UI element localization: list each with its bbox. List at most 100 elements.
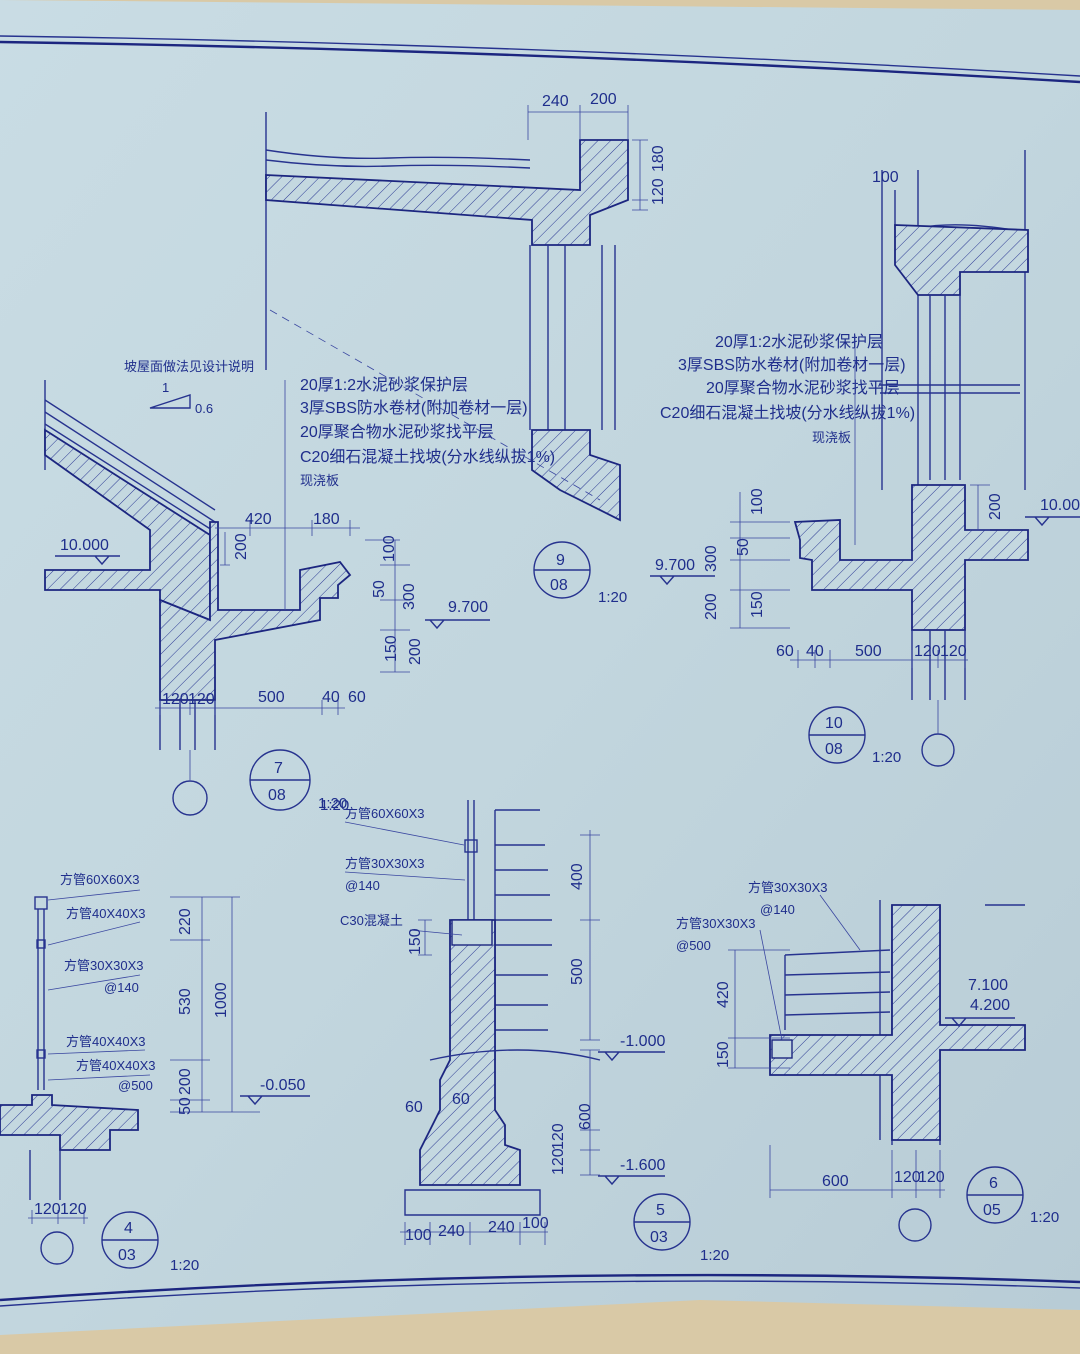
d4-label-5: 方管40X40X3 bbox=[66, 1034, 146, 1049]
d5-dim-b100b: 100 bbox=[522, 1215, 549, 1232]
detail-5-sheet: 03 bbox=[650, 1229, 668, 1246]
d6-dim-b120a: 120 bbox=[894, 1169, 921, 1186]
detail-4-scale: 1:20 bbox=[170, 1257, 199, 1274]
d7-dim-100: 100 bbox=[381, 535, 398, 562]
d5-dim-60a: 60 bbox=[405, 1099, 423, 1116]
d6-label-3: 方管30X30X3 bbox=[676, 916, 756, 931]
d6-elev-1: 7.100 bbox=[968, 977, 1008, 994]
d7-dim-b120b: 120 bbox=[188, 691, 215, 708]
d5-dim-120a: 120 bbox=[550, 1123, 567, 1150]
d10-dim-100: 100 bbox=[872, 169, 899, 186]
d6-dim-b600: 600 bbox=[822, 1173, 849, 1190]
detail-7-sheet: 08 bbox=[268, 787, 286, 804]
d5-dim-150: 150 bbox=[407, 928, 424, 955]
detail-10: 100 20厚1:2水泥砂浆保护层 3厚SBS防水卷材(附加卷材一层) 20厚聚… bbox=[650, 150, 1080, 767]
d10-dim-b120a: 120 bbox=[914, 643, 941, 660]
d7-layer-2: 3厚SBS防水卷材(附加卷材一层) bbox=[300, 399, 528, 417]
d7-dim-50: 50 bbox=[371, 580, 388, 598]
d7-dim-200: 200 bbox=[233, 533, 250, 560]
detail-6-scale: 1:20 bbox=[1030, 1209, 1059, 1226]
detail-6: 方管30X30X3 @140 方管30X30X3 @500 420 150 7.… bbox=[676, 880, 1059, 1242]
d7-dim-b40: 40 bbox=[322, 689, 340, 706]
d4-dim-200: 200 bbox=[177, 1068, 194, 1095]
d10-dim-b500: 500 bbox=[855, 643, 882, 660]
d7-dim-180: 180 bbox=[313, 511, 340, 528]
dim-9-200: 200 bbox=[590, 91, 617, 108]
detail-4-number: 4 bbox=[124, 1220, 133, 1237]
d10-layer-3: 20厚聚合物水泥砂浆找平层 bbox=[706, 379, 900, 397]
d7-slab-label: 现浇板 bbox=[300, 473, 339, 488]
d4-label-7: @500 bbox=[118, 1078, 153, 1093]
d10-dim-b40: 40 bbox=[806, 643, 824, 660]
d6-label-1: 方管30X30X3 bbox=[748, 880, 828, 895]
detail-9: 240 200 180 120 9 08 1:20 bbox=[265, 91, 667, 606]
d6-wall bbox=[769, 904, 1026, 1141]
detail-9-number: 9 bbox=[556, 552, 565, 569]
d7-dim-300: 300 bbox=[401, 583, 418, 610]
d10-parapet bbox=[793, 484, 1029, 631]
detail-5: 1:20 方管60X60X3 方管30X30X3 @140 C30混凝土 400… bbox=[318, 795, 729, 1264]
d4-dim-b120a: 120 bbox=[34, 1201, 61, 1218]
d5-label-2: 方管30X30X3 bbox=[345, 856, 425, 871]
d4-label-3: 方管30X30X3 bbox=[64, 958, 144, 973]
dim-9-180: 180 bbox=[650, 145, 667, 172]
d4-label-1: 方管60X60X3 bbox=[60, 872, 140, 887]
d5-dim-500: 500 bbox=[569, 958, 586, 985]
d7-slope-v: 1 bbox=[162, 380, 169, 395]
d10-dim-b120b: 120 bbox=[940, 643, 967, 660]
d10-slab-label: 现浇板 bbox=[812, 430, 851, 445]
d10-dim-300: 300 bbox=[703, 545, 720, 572]
d7-elev-left: 10.000 bbox=[60, 537, 109, 554]
d4-dim-50: 50 bbox=[177, 1097, 194, 1115]
detail-6-sheet: 05 bbox=[983, 1202, 1001, 1219]
d5-dim-b100a: 100 bbox=[405, 1227, 432, 1244]
d5-dim-b240a: 240 bbox=[438, 1223, 465, 1240]
detail-10-scale: 1:20 bbox=[872, 749, 901, 766]
d10-elev-right: 10.000 bbox=[1040, 497, 1080, 514]
d4-elev: -0.050 bbox=[260, 1077, 305, 1094]
d10-layer-4: C20细石混凝土找坡(分水线纵拔1%) bbox=[660, 404, 915, 422]
d5-dim-b240b: 240 bbox=[488, 1219, 515, 1236]
d7-layer-4: C20细石混凝土找坡(分水线纵拔1%) bbox=[300, 448, 555, 466]
d10-top-slab bbox=[894, 224, 1029, 296]
d7-dim-420: 420 bbox=[245, 511, 272, 528]
d5-dim-600: 600 bbox=[577, 1103, 594, 1130]
d7-slope-note: 坡屋面做法见设计说明 bbox=[124, 359, 254, 374]
parapet-base bbox=[531, 429, 621, 522]
sheet-border-top bbox=[0, 40, 1080, 84]
d5-elev-1: -1.000 bbox=[620, 1033, 665, 1050]
d4-dim-220: 220 bbox=[177, 908, 194, 935]
d7-dim-200b: 200 bbox=[407, 638, 424, 665]
d10-dim-200: 200 bbox=[703, 593, 720, 620]
d5-elev-2: -1.600 bbox=[620, 1157, 665, 1174]
d5-dim-60b: 60 bbox=[452, 1091, 470, 1108]
detail-7: 坡屋面做法见设计说明 1 0.6 20厚1:2水泥砂浆保护层 3厚SBS防水卷材… bbox=[44, 359, 555, 816]
d7-dim-b60: 60 bbox=[348, 689, 366, 706]
d6-dim-150: 150 bbox=[715, 1041, 732, 1068]
d4-dim-530: 530 bbox=[177, 988, 194, 1015]
d4-dim-b120b: 120 bbox=[60, 1201, 87, 1218]
d6-label-2: @140 bbox=[760, 902, 795, 917]
d5-label-3: @140 bbox=[345, 878, 380, 893]
d4-base bbox=[0, 1094, 139, 1151]
parapet-slab bbox=[265, 139, 629, 246]
d10-dim-150: 150 bbox=[749, 591, 766, 618]
d10-layer-2: 3厚SBS防水卷材(附加卷材一层) bbox=[678, 356, 906, 374]
detail-9-scale: 1:20 bbox=[598, 589, 627, 606]
d6-dim-420: 420 bbox=[715, 981, 732, 1008]
d7-dim-b500: 500 bbox=[258, 689, 285, 706]
d7-dim-150: 150 bbox=[383, 635, 400, 662]
d7-slope-h: 0.6 bbox=[195, 401, 213, 416]
detail-7-scale: 1:20 bbox=[320, 797, 349, 814]
detail-7-number: 7 bbox=[274, 760, 283, 777]
d10-dim-200r: 200 bbox=[987, 493, 1004, 520]
d5-label-4: C30混凝土 bbox=[340, 913, 403, 928]
d7-elev-right: 9.700 bbox=[448, 599, 488, 616]
d5-label-1: 方管60X60X3 bbox=[345, 806, 425, 821]
detail-5-scale: 1:20 bbox=[700, 1247, 729, 1264]
detail-9-sheet: 08 bbox=[550, 577, 568, 594]
d10-dim-100b: 100 bbox=[749, 488, 766, 515]
dim-9-240: 240 bbox=[542, 93, 569, 110]
